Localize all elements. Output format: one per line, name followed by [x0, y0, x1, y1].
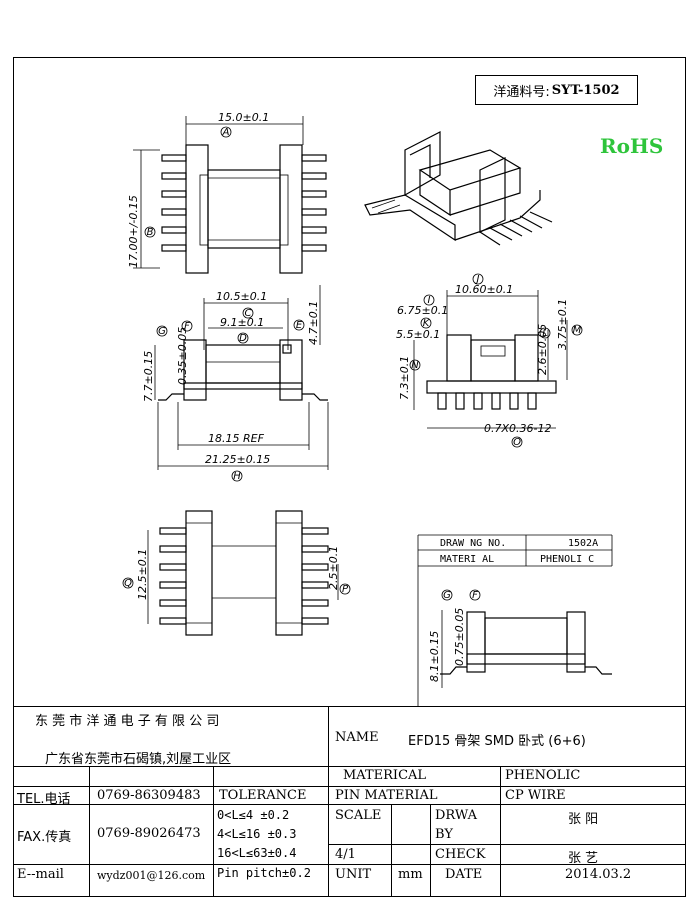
email-label: E--mail — [17, 867, 64, 882]
drawn-label-2: BY — [435, 827, 453, 842]
dim-c-text: 10.5±0.1 — [216, 290, 267, 303]
fax-label: FAX.传真 — [17, 830, 72, 845]
bottom-view: 12.5±0.1 Q 2.5±0.1 P — [122, 510, 351, 636]
bottom-right-pins — [301, 527, 329, 625]
date-value: 2014.03.2 — [565, 867, 632, 882]
scale-value: 4/1 — [335, 847, 356, 862]
scale-label: SCALE — [335, 808, 382, 823]
dim-r-text: 2.5±0.1 — [327, 546, 340, 590]
sub-material-label: MATERI AL — [440, 554, 494, 565]
dim-q-text: 12.5±0.1 — [136, 549, 149, 600]
material-value: PHENOLIC — [505, 768, 581, 783]
date-label: DATE — [445, 867, 483, 882]
callout-o: O — [513, 437, 521, 448]
side-view-pins — [437, 392, 537, 410]
dim-f-text: 0.35±0.05 — [176, 327, 189, 385]
dim-m-text: 2.6±0.05 — [536, 324, 549, 375]
sub-drawing: DRAW NG NO. 1502A MATERI AL PHENOLI C G … — [417, 534, 613, 706]
part-number-label: 洋通料号: — [493, 84, 550, 100]
fax-value: 0769-89026473 — [97, 826, 201, 841]
title-block: 东 莞 市 洋 通 电 子 有 限 公 司 广东省东莞市石碣镇,刘屋工业区 NA… — [13, 706, 686, 897]
callout-g: G — [158, 326, 166, 337]
callout-b: B — [147, 227, 154, 238]
callout-c: C — [245, 308, 252, 319]
isometric-view — [364, 131, 553, 246]
callout-f-sub: F — [472, 590, 478, 601]
drawing-sheet-border — [13, 57, 686, 897]
name-label: NAME — [335, 730, 379, 745]
unit-label: UNIT — [335, 867, 372, 882]
check-label: CHECK — [435, 847, 486, 862]
top-left-pins — [161, 154, 187, 252]
dim-b-text: 17.00+/-0.15 — [127, 195, 140, 268]
drawn-label: DRWA — [435, 808, 478, 823]
tolerance-4: Pin pitch±0.2 — [217, 866, 311, 880]
material-label: MATERICAL — [343, 768, 427, 783]
callout-e: E — [296, 320, 303, 331]
tolerance-3: 16<L≤63±0.4 — [217, 846, 297, 860]
company-name: 东 莞 市 洋 通 电 子 有 限 公 司 — [35, 714, 220, 729]
name-value: EFD15 骨架 SMD 卧式 (6+6) — [408, 734, 586, 749]
bottom-left-pins — [159, 527, 187, 625]
dim-l-text: 5.5±0.1 — [396, 328, 440, 341]
dim-o-text: 7.3±0.1 — [398, 356, 411, 400]
dim-g-text: 7.7±0.15 — [142, 351, 155, 402]
sub-drawing-label: DRAW NG NO. — [440, 538, 506, 549]
callout-q: Q — [124, 578, 132, 589]
callout-f: F — [184, 321, 190, 332]
part-number-value: SYT-1502 — [551, 82, 620, 98]
callout-k: K — [423, 318, 431, 329]
dim-t-text: 8.1±0.15 — [428, 631, 441, 682]
check-value: 张 艺 — [568, 851, 599, 866]
callout-i: I — [428, 295, 431, 306]
dim-d-text: 9.1±0.1 — [220, 316, 264, 329]
callout-h: H — [233, 471, 241, 482]
part-number-box: 洋通料号: SYT-1502 — [475, 75, 638, 105]
tolerance-2: 4<L≤16 ±0.3 — [217, 827, 297, 841]
callout-a: A — [222, 127, 230, 138]
pin-material-label: PIN MATERIAL — [335, 788, 438, 803]
callout-n: N — [411, 360, 419, 371]
dim-j-text: 10.60±0.1 — [455, 283, 513, 296]
dim-s-text: 0.75±0.05 — [453, 608, 466, 666]
callout-p: P — [342, 584, 349, 595]
tel-label: TEL.电话 — [17, 792, 71, 807]
pin-material-value: CP WIRE — [505, 788, 566, 803]
callout-d: D — [239, 333, 247, 344]
callout-g-sub: G — [443, 590, 451, 601]
dim-k-text: 6.75±0.1 — [397, 304, 448, 317]
tolerance-label: TOLERANCE — [219, 788, 307, 803]
drawn-value: 张 阳 — [568, 812, 599, 827]
email-value: wydz001@126.com — [97, 869, 206, 882]
sub-material-value: PHENOLI C — [540, 554, 594, 565]
callout-j: J — [475, 274, 480, 285]
top-right-pins — [301, 154, 327, 252]
callout-l: L — [542, 328, 548, 339]
dim-n-text: 3.75±0.1 — [556, 299, 569, 350]
top-view: 15.0±0.1 A — [127, 111, 327, 274]
company-address: 广东省东莞市石碣镇,刘屋工业区 — [45, 752, 232, 767]
tolerance-1: 0<L≤4 ±0.2 — [217, 808, 290, 822]
dim-p-text: 0.7X0.36-12 — [484, 422, 552, 435]
tel-value: 0769-86309483 — [97, 788, 201, 803]
callout-m: M — [573, 325, 582, 336]
front-view: 10.5±0.1 C 9.1±0.1 D 4.7±0.1 E 7.7±0.15 … — [142, 285, 329, 482]
dim-h-text: 21.25±0.15 — [205, 453, 270, 466]
side-view: 10.60±0.1 J 6.75±0.1 I K 5.5±0.1 2.6±0.0… — [396, 273, 583, 448]
dim-ref-text: 18.15 REF — [208, 432, 265, 445]
rohs-mark: RoHS — [600, 134, 664, 158]
dim-a-text: 15.0±0.1 — [218, 111, 269, 124]
dim-e-text: 4.7±0.1 — [307, 301, 320, 345]
sub-drawing-value: 1502A — [568, 538, 598, 549]
unit-value: mm — [398, 867, 423, 882]
